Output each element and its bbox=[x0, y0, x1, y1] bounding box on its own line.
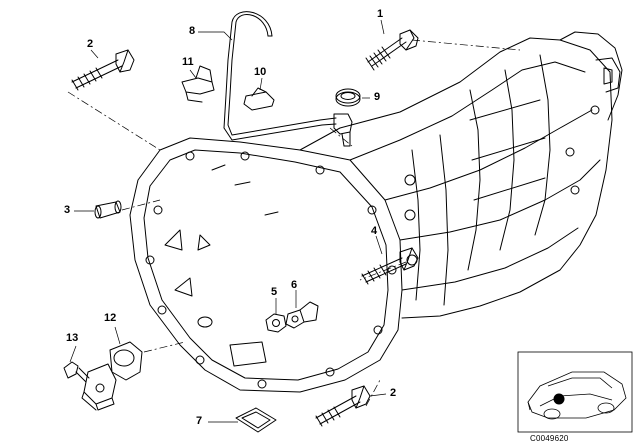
sensor-screw bbox=[63, 361, 90, 383]
hex-bolt-2-bottom bbox=[315, 385, 371, 427]
callout-9: 9 bbox=[374, 91, 381, 103]
speed-sensor bbox=[81, 341, 143, 411]
hex-nut bbox=[265, 313, 287, 333]
leader-lines bbox=[67, 19, 521, 423]
bracket bbox=[285, 301, 319, 329]
hose-clip bbox=[181, 65, 215, 103]
hex-bolt-1 bbox=[365, 29, 419, 71]
transmission-housing bbox=[129, 31, 623, 393]
callout-5: 5 bbox=[271, 286, 278, 298]
hex-bolt-4 bbox=[361, 247, 419, 285]
callout-7: 7 bbox=[196, 415, 203, 427]
callout-2-top: 2 bbox=[87, 38, 94, 50]
callout-12: 12 bbox=[104, 312, 117, 324]
callout-11: 11 bbox=[182, 56, 194, 68]
location-marker-icon bbox=[553, 393, 565, 405]
sealing-ring bbox=[335, 88, 361, 107]
callout-1: 1 bbox=[377, 8, 384, 20]
callout-3: 3 bbox=[64, 204, 71, 216]
dowel-sleeve bbox=[94, 200, 122, 219]
retaining-clip bbox=[243, 87, 275, 111]
hex-bolt-2-top bbox=[71, 49, 135, 91]
vehicle-location-inset bbox=[517, 351, 633, 433]
callout-2-bottom: 2 bbox=[390, 387, 397, 399]
callout-4: 4 bbox=[371, 225, 378, 237]
gasket-plate bbox=[235, 407, 277, 433]
callout-8: 8 bbox=[189, 25, 196, 37]
breather-hose bbox=[223, 11, 353, 147]
callout-6: 6 bbox=[291, 279, 298, 291]
diagram-id: C0049620 bbox=[530, 434, 569, 443]
callout-10: 10 bbox=[254, 66, 267, 78]
callout-13: 13 bbox=[66, 332, 79, 344]
